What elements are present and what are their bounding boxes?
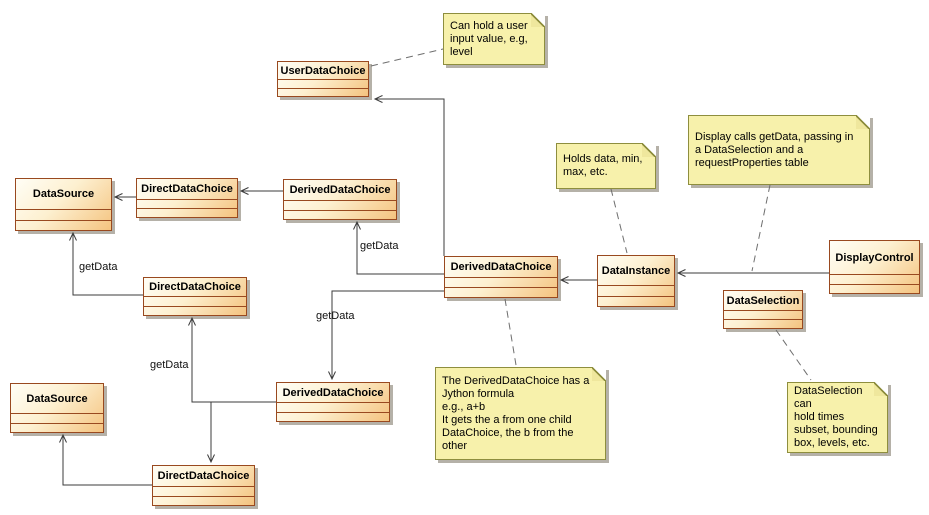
note-fold-corner-icon xyxy=(642,143,656,157)
edge-derivedbottom-to-directbottom xyxy=(207,401,276,464)
edge-derivedbottom-to-directmid xyxy=(188,316,276,403)
edge-label-getdata: getData xyxy=(360,240,399,252)
class-title: DirectDataChoice xyxy=(157,470,250,482)
note-fold-corner-icon xyxy=(531,13,545,27)
class-user-data-choice: UserDataChoice xyxy=(277,61,369,97)
note-fold-corner-icon xyxy=(874,382,888,396)
note-link-data-selection xyxy=(775,329,812,381)
methods-compartment xyxy=(278,87,368,97)
class-direct-data-choice-bottom: DirectDataChoice xyxy=(152,465,255,506)
edge-label-getdata: getData xyxy=(150,359,189,371)
class-display-control: DisplayControl xyxy=(829,240,920,294)
note-link-display-calls xyxy=(751,184,771,272)
methods-compartment xyxy=(144,305,246,316)
note-text: The DerivedDataChoice has a Jython formu… xyxy=(442,374,590,452)
note-text: DataSelection can hold times subset, bou… xyxy=(794,385,878,449)
class-derived-data-choice-bottom: DerivedDataChoice xyxy=(276,382,390,422)
methods-compartment xyxy=(830,283,919,294)
methods-compartment xyxy=(16,219,111,231)
edge-label-getdata: getData xyxy=(79,261,118,273)
note-jython: The DerivedDataChoice has a Jython formu… xyxy=(435,367,606,460)
methods-compartment xyxy=(445,287,557,297)
methods-compartment xyxy=(598,295,674,307)
class-direct-data-choice-top: DirectDataChoice xyxy=(136,178,238,218)
note-text: Holds data, min, max, etc. xyxy=(563,153,643,178)
class-title: DataInstance xyxy=(601,264,671,277)
class-title: DerivedDataChoice xyxy=(450,261,552,273)
class-title: DirectDataChoice xyxy=(149,281,241,293)
attributes-compartment xyxy=(16,209,111,220)
class-title: UserDataChoice xyxy=(280,64,366,77)
attributes-compartment xyxy=(598,285,674,296)
edge-derivedmid-to-userdatachoice xyxy=(373,95,445,256)
class-data-source-bottom: DataSource xyxy=(10,383,104,433)
class-data-selection: DataSelection xyxy=(723,290,803,329)
class-title: DataSource xyxy=(26,392,88,405)
attributes-compartment xyxy=(11,413,103,423)
class-title: DataSelection xyxy=(726,294,800,307)
note-fold-corner-icon xyxy=(592,367,606,381)
class-title: DataSource xyxy=(32,188,95,200)
methods-compartment xyxy=(724,319,802,328)
edge-label-getdata: getData xyxy=(316,310,355,322)
note-link-jython xyxy=(504,298,517,366)
class-title: DirectDataChoice xyxy=(141,183,233,195)
note-fold-corner-icon xyxy=(856,115,870,129)
class-data-instance: DataInstance xyxy=(597,255,675,307)
note-link-holds-data xyxy=(610,188,628,254)
methods-compartment xyxy=(284,209,396,220)
class-direct-data-choice-mid: DirectDataChoice xyxy=(143,277,247,316)
note-text: Display calls getData, passing in a Data… xyxy=(695,130,854,169)
note-display-calls: Display calls getData, passing in a Data… xyxy=(688,115,870,185)
note-holds-data: Holds data, min, max, etc. xyxy=(556,143,656,189)
attributes-compartment xyxy=(284,200,396,210)
attributes-compartment xyxy=(137,199,237,208)
attributes-compartment xyxy=(144,296,246,306)
class-title: DisplayControl xyxy=(835,251,914,264)
attributes-compartment xyxy=(830,274,919,284)
note-user-input: Can hold a user input value, e.g, level xyxy=(443,13,545,65)
attributes-compartment xyxy=(278,79,368,88)
attributes-compartment xyxy=(724,310,802,319)
methods-compartment xyxy=(277,411,389,422)
attributes-compartment xyxy=(153,486,254,496)
edge-derivedmid-to-derivedbottom xyxy=(328,290,444,381)
class-title: DerivedDataChoice xyxy=(282,386,384,399)
note-text: Can hold a user input value, e.g, level xyxy=(450,19,528,58)
attributes-compartment xyxy=(445,277,557,287)
class-title: DerivedDataChoice xyxy=(289,184,391,196)
note-data-selection: DataSelection can hold times subset, bou… xyxy=(787,382,888,453)
methods-compartment xyxy=(11,422,103,433)
class-data-source-top: DataSource xyxy=(15,178,112,231)
note-link-user-input xyxy=(370,48,444,67)
attributes-compartment xyxy=(277,402,389,412)
edge-directbottom-to-datasourcebottom xyxy=(59,433,152,486)
methods-compartment xyxy=(153,495,254,506)
class-derived-data-choice-mid: DerivedDataChoice xyxy=(444,256,558,298)
methods-compartment xyxy=(137,208,237,217)
class-derived-data-choice-top: DerivedDataChoice xyxy=(283,179,397,220)
